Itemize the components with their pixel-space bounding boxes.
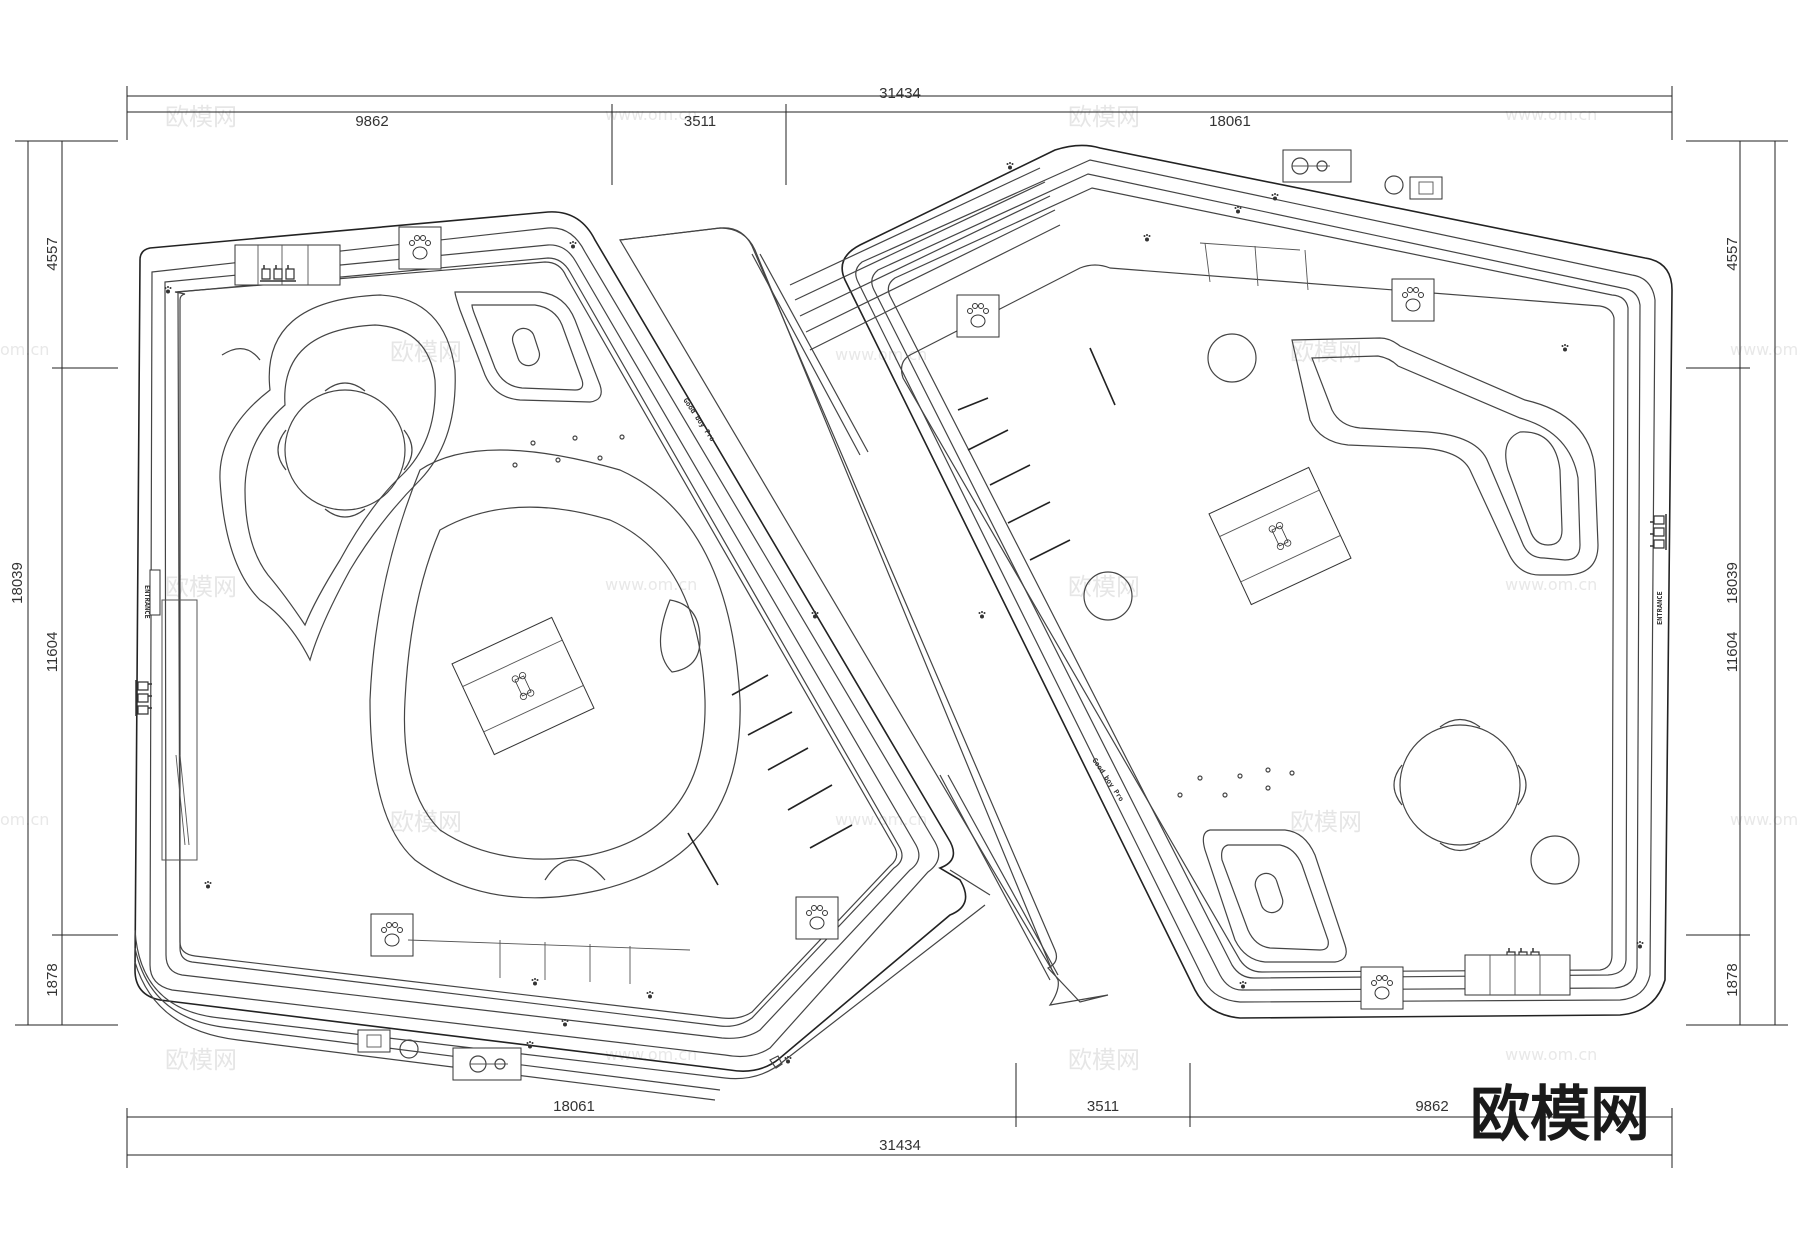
dimension-lines (15, 86, 1788, 1168)
mini-paw-icon (646, 991, 654, 999)
right-park: Good boy Pro ENTRANCE (789, 144, 1673, 1019)
dim-top-left: 9862 (355, 113, 388, 130)
watermark-url: www.om.cn (605, 575, 697, 594)
watermark-text: 欧模网 (165, 103, 237, 131)
mini-paw-icon (204, 881, 212, 889)
bench-icon (135, 679, 153, 717)
paw-icon (370, 913, 414, 957)
bench-icon (1649, 513, 1667, 551)
watermark-text: 欧模网 (1068, 1046, 1140, 1074)
dim-top-middle: 3511 (684, 113, 716, 130)
watermark-text: 欧模网 (1068, 573, 1140, 601)
watermark-text: 欧模网 (1068, 103, 1140, 131)
mini-paw-icon (978, 611, 986, 619)
watermark-text: 欧模网 (165, 1046, 237, 1074)
paw-icon (398, 226, 442, 270)
paw-icon (1360, 966, 1404, 1010)
watermark-url: om.cn (0, 810, 49, 829)
left-park: Good boy Pro ENTRANCE (134, 211, 991, 1101)
dim-bottom-total: 31434 (879, 1137, 921, 1154)
watermark-url: www.om. (1730, 340, 1800, 359)
dim-left-total: 18039 (9, 562, 26, 604)
dim-left-middle: 11604 (44, 632, 61, 673)
mini-paw-icon (1234, 206, 1242, 214)
entrance-label: ENTRANCE (1656, 591, 1664, 625)
good-boy-label: Good boy Pro (1090, 757, 1125, 803)
dim-right-upper: 4557 (1724, 237, 1741, 270)
dim-bottom-middle: 3511 (1087, 1098, 1119, 1115)
mini-paw-icon (561, 1019, 569, 1027)
dim-top-right: 18061 (1209, 113, 1251, 130)
center-connector (619, 227, 1109, 1006)
mini-paw-icon (531, 978, 539, 986)
mini-paw-icon (1006, 162, 1014, 170)
watermark-text: 欧模网 (1290, 808, 1362, 836)
dim-right-total: 18039 (1724, 562, 1741, 604)
mini-paw-icon (1561, 344, 1569, 352)
watermark-url: www.om.cn (1505, 105, 1597, 124)
watermark-url: www.om. (1730, 810, 1800, 829)
watermark-text: 欧模网 (1290, 338, 1362, 366)
watermark-url: www.om.cn (605, 105, 697, 124)
brand-logo: 欧模网 (1470, 1080, 1650, 1150)
sign-icon (357, 1029, 391, 1053)
dim-left-lower: 1878 (44, 963, 61, 996)
watermark-url: www.om.cn (1505, 575, 1597, 594)
watermark-url: om.cn (0, 340, 49, 359)
mini-paw-icon (1143, 234, 1151, 242)
dim-right-middle: 11604 (1724, 632, 1741, 673)
mini-paw-icon (569, 241, 577, 249)
watermark-text: 欧模网 (165, 573, 237, 601)
entrance-label: ENTRANCE (143, 585, 151, 619)
dim-bottom-right: 9862 (1415, 1098, 1448, 1115)
dim-bottom-left: 18061 (553, 1098, 595, 1115)
dim-top-total: 31434 (879, 85, 921, 102)
paw-icon (956, 294, 1000, 338)
dim-left-upper: 4557 (44, 237, 61, 270)
mini-paw-icon (1239, 981, 1247, 989)
paw-icon (795, 896, 839, 940)
paw-icon (1391, 278, 1435, 322)
watermark-url: www.om.cn (605, 1045, 697, 1064)
good-boy-label: Good boy Pro (681, 397, 716, 443)
sign-icon (1409, 176, 1443, 200)
dim-right-lower: 1878 (1724, 963, 1741, 996)
watermark-url: www.om.cn (1505, 1045, 1597, 1064)
